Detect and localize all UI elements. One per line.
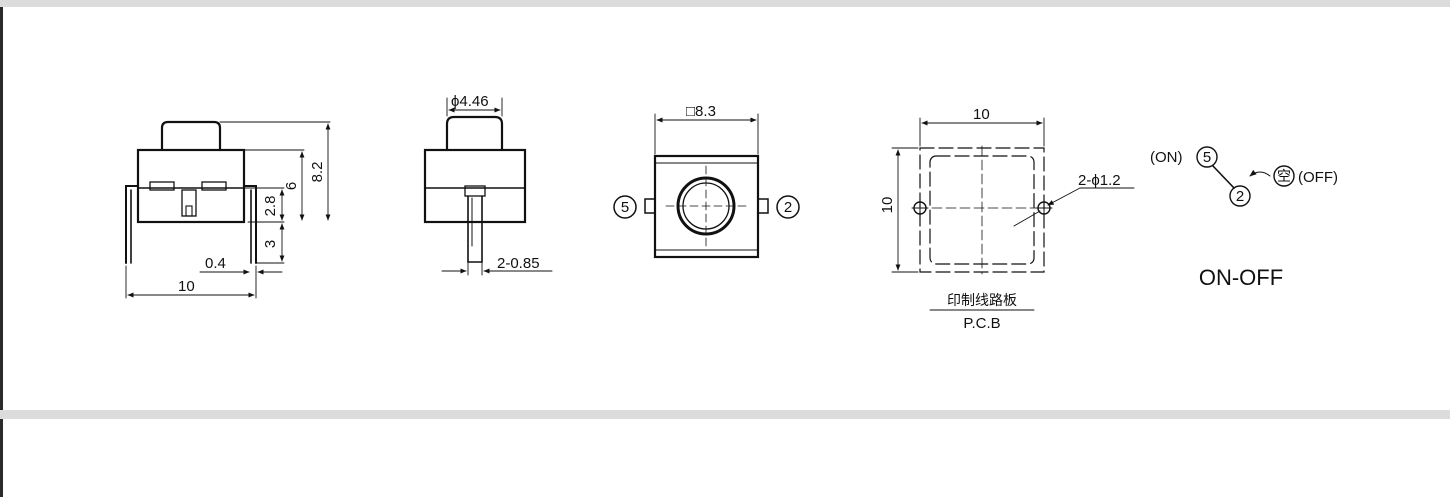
pin-5-label: 5	[621, 199, 629, 216]
front-view: ϕ4.46 2-0.85	[423, 93, 553, 276]
schematic-pin-5: 5	[1203, 149, 1211, 166]
dim-hole-diameter: 2-ϕ1.2	[1078, 172, 1121, 189]
side-view-dimensions	[125, 121, 331, 299]
left-rule	[0, 7, 3, 410]
pcb-dimensions	[891, 117, 1135, 311]
side-view: 10 0.4 3 2.8 6 8.2	[125, 120, 331, 299]
pin-2-marker	[776, 195, 800, 219]
dim-pcb-width-10: 10	[973, 106, 990, 123]
dim-height-6: 6	[283, 182, 300, 190]
on-label: (ON)	[1150, 149, 1183, 166]
top-band	[0, 0, 1450, 7]
pcb-label-english: P.C.B	[963, 315, 1000, 332]
schematic-pin-5-circle	[1196, 146, 1218, 168]
top-view: □8.3 5 2	[613, 103, 800, 259]
middle-band	[0, 410, 1450, 419]
dim-square-8-3: □8.3	[686, 103, 716, 120]
schematic-pin-2: 2	[1236, 188, 1244, 205]
top-view-dimensions	[654, 113, 759, 155]
dim-height-2-8: 2.8	[262, 196, 279, 217]
pin-2-label: 2	[784, 199, 792, 216]
schematic-pin-2-circle	[1229, 185, 1251, 207]
front-view-body	[423, 115, 527, 263]
rotation-arrow	[1249, 169, 1271, 177]
pcb-outline	[911, 145, 1053, 275]
schematic-caption: ON-OFF	[1199, 265, 1283, 290]
left-rule-lower	[0, 419, 3, 497]
dim-pin-width: 2-0.85	[497, 255, 540, 272]
empty-contact-symbol: 空	[1277, 169, 1291, 185]
dim-pcb-height-10: 10	[879, 197, 896, 214]
dim-pin-0-4: 0.4	[205, 255, 226, 272]
off-label: (OFF)	[1298, 169, 1338, 186]
side-view-body	[125, 120, 257, 264]
switch-lever	[1212, 165, 1235, 189]
pcb-label-chinese: 印制线路板	[947, 293, 1017, 309]
top-view-body	[613, 154, 800, 259]
pin-5-marker	[613, 195, 637, 219]
dim-cap-diameter: ϕ4.46	[451, 93, 489, 110]
dim-height-8-2: 8.2	[309, 162, 326, 183]
front-view-dimensions	[441, 97, 553, 276]
dim-width-10: 10	[178, 278, 195, 295]
empty-contact-circle	[1273, 165, 1295, 187]
pcb-footprint: 10 10 2-ϕ1.2 印制线路板 P.C.B	[879, 106, 1135, 332]
switch-schematic: (ON) 5 2 空 (OFF) ON-OFF	[1150, 146, 1338, 290]
dim-height-3: 3	[262, 240, 279, 248]
